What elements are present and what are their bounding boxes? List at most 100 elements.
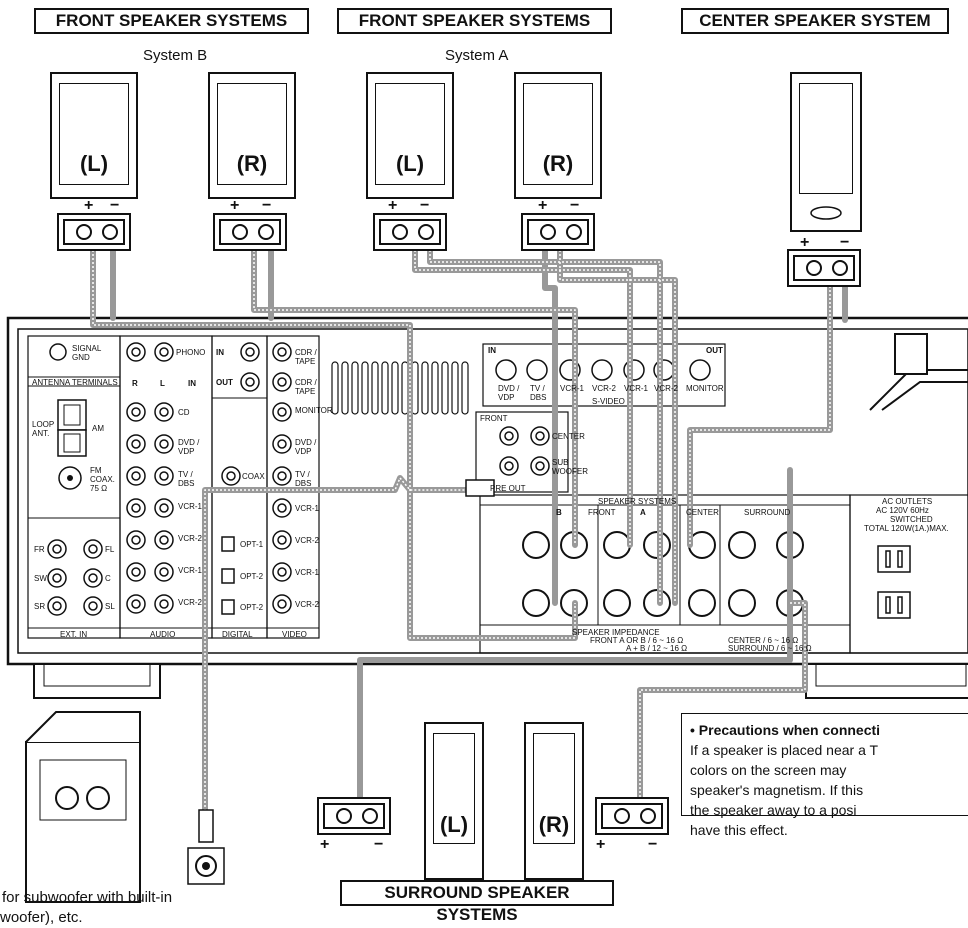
vcr1-label: VCR-1 xyxy=(178,502,203,511)
fl-label: FL xyxy=(105,545,115,554)
surround-header: SURROUND SPEAKER SYSTEMS xyxy=(340,880,614,924)
caption-line1: for subwoofer with built-in xyxy=(2,889,173,906)
signal-gnd-label: SIGNAL GND xyxy=(72,344,102,362)
ac-spec-label: AC 120V 60Hz xyxy=(876,506,929,515)
sl-label: SL xyxy=(105,602,115,611)
preout-sub-label: SUB WOOFER xyxy=(552,458,588,476)
speaker-label: (R) xyxy=(236,151,268,176)
speaker-surround-left: (L) xyxy=(424,722,484,880)
polarity-minus: − xyxy=(374,836,384,853)
impedance-title: SPEAKER IMPEDANCE xyxy=(572,628,660,637)
speaker-surround-label: SURROUND xyxy=(744,508,791,517)
ac-switched-label: SWITCHED xyxy=(890,515,933,524)
note-line: have this effect. xyxy=(690,822,788,838)
fr-label: FR xyxy=(34,545,45,554)
precautions-note: • Precautions when connecti If a speaker… xyxy=(681,713,968,838)
front-b-header: FRONT SPEAKER SYSTEMS xyxy=(34,8,309,34)
subwoofer-caption: for subwoofer with built-in woofer), etc… xyxy=(0,888,172,928)
ext-in-label: EXT. IN xyxy=(60,630,88,639)
polarity-plus: + xyxy=(800,234,810,251)
speaker-systems-label: SPEAKER SYSTEMS xyxy=(598,497,677,506)
video-vcr1-out-label: VCR-1 xyxy=(295,568,320,577)
dvd-vdp-label: DVD / VDP xyxy=(178,438,200,456)
svideo-vcr2-out-label: VCR-2 xyxy=(654,384,679,393)
fm-label: FM COAX. 75 Ω xyxy=(90,466,115,493)
am-label: AM xyxy=(92,424,104,433)
vcr2-label: VCR-2 xyxy=(178,534,203,543)
audio-in-label: IN xyxy=(188,379,196,388)
caption-line2: woofer), etc. xyxy=(0,909,83,926)
polarity-plus: + xyxy=(84,197,94,214)
polarity-minus: − xyxy=(110,197,120,214)
note-line: the speaker away to a posi xyxy=(690,802,857,818)
coax-label: COAX xyxy=(242,472,265,481)
svideo-monitor-label: MONITOR xyxy=(686,384,724,393)
preout-front-label: FRONT xyxy=(480,414,508,423)
svideo-vcr2-label: VCR-2 xyxy=(592,384,617,393)
note-line: colors on the screen may xyxy=(690,762,847,778)
cd-label: CD xyxy=(178,408,190,417)
svideo-out-label: OUT xyxy=(706,346,723,355)
monitor-label: MONITOR xyxy=(295,406,333,415)
audio-l-label: L xyxy=(160,379,165,388)
sw-label: SW xyxy=(34,574,47,583)
preout-center-label: CENTER xyxy=(552,432,585,441)
center-header: CENTER SPEAKER SYSTEM xyxy=(681,8,949,34)
ac-total-label: TOTAL 120W(1A.)MAX. xyxy=(864,524,949,533)
system-b-label: System B xyxy=(143,47,208,64)
phono-label: PHONO xyxy=(176,348,206,357)
speaker-b-left: (L) xyxy=(50,72,138,199)
cdr-tape-in-label: CDR / TAPE xyxy=(295,348,317,366)
video-vcr2-out-label: VCR-2 xyxy=(295,600,320,609)
vcr1-out-label: VCR-1 xyxy=(178,566,203,575)
opt2b-label: OPT-2 xyxy=(240,603,264,612)
impedance-front2: A + B / 12 ~ 16 Ω xyxy=(626,644,688,653)
video-tv-label: TV / DBS xyxy=(295,470,312,488)
video-vcr1-label: VCR-1 xyxy=(295,504,320,513)
note-title: • Precautions when connecti xyxy=(690,722,881,738)
speaker-label: (L) xyxy=(395,151,425,176)
speaker-label: (R) xyxy=(538,812,570,837)
video-section-label: VIDEO xyxy=(282,630,307,639)
sr-label: SR xyxy=(34,602,46,611)
speaker-b-right: (R) xyxy=(208,72,296,199)
vcr2-out-label: VCR-2 xyxy=(178,598,203,607)
loop-ant-label: LOOP ANT. xyxy=(32,420,55,438)
impedance-front1: FRONT A OR B / 6 ~ 16 Ω xyxy=(590,636,684,645)
audio-section-label: AUDIO xyxy=(150,630,176,639)
polarity-plus: + xyxy=(388,197,398,214)
polarity-plus: + xyxy=(538,197,548,214)
speaker-a-right: (R) xyxy=(514,72,602,199)
front-a-header: FRONT SPEAKER SYSTEMS xyxy=(337,8,612,34)
audio-r-label: R xyxy=(132,379,138,388)
preout-label: PRE OUT xyxy=(490,484,526,493)
polarity-plus: + xyxy=(230,197,240,214)
speaker-front-label: FRONT xyxy=(588,508,616,517)
video-dvd-label: DVD / VDP xyxy=(295,438,317,456)
tv-dbs-label: TV / DBS xyxy=(178,470,195,488)
impedance-surround: SURROUND / 6 ~ 16 Ω xyxy=(728,644,812,653)
note-line: speaker's magnetism. If this xyxy=(690,782,864,798)
digital-section-label: DIGITAL xyxy=(222,630,253,639)
svideo-vcr1-label: VCR-1 xyxy=(560,384,585,393)
c-label: C xyxy=(105,574,111,583)
ac-outlets-label: AC OUTLETS xyxy=(882,497,933,506)
opt1-label: OPT-1 xyxy=(240,540,264,549)
polarity-minus: − xyxy=(570,197,580,214)
note-line: If a speaker is placed near a T xyxy=(690,742,879,758)
polarity-minus: − xyxy=(262,197,272,214)
polarity-plus: + xyxy=(320,836,330,853)
opt2-label: OPT-2 xyxy=(240,572,264,581)
svideo-dvd-label: DVD / VDP xyxy=(498,384,520,402)
svideo-title: S-VIDEO xyxy=(592,397,625,406)
speaker-label: (R) xyxy=(542,151,574,176)
speaker-center-label: CENTER xyxy=(686,508,719,517)
speaker-label: (L) xyxy=(79,151,109,176)
cdr-tape-out-label: CDR / TAPE xyxy=(295,378,317,396)
speaker-a-left: (L) xyxy=(366,72,454,199)
impedance-center: CENTER / 6 ~ 16 Ω xyxy=(728,636,799,645)
speaker-label: (L) xyxy=(439,812,469,837)
system-a-label: System A xyxy=(445,47,509,64)
